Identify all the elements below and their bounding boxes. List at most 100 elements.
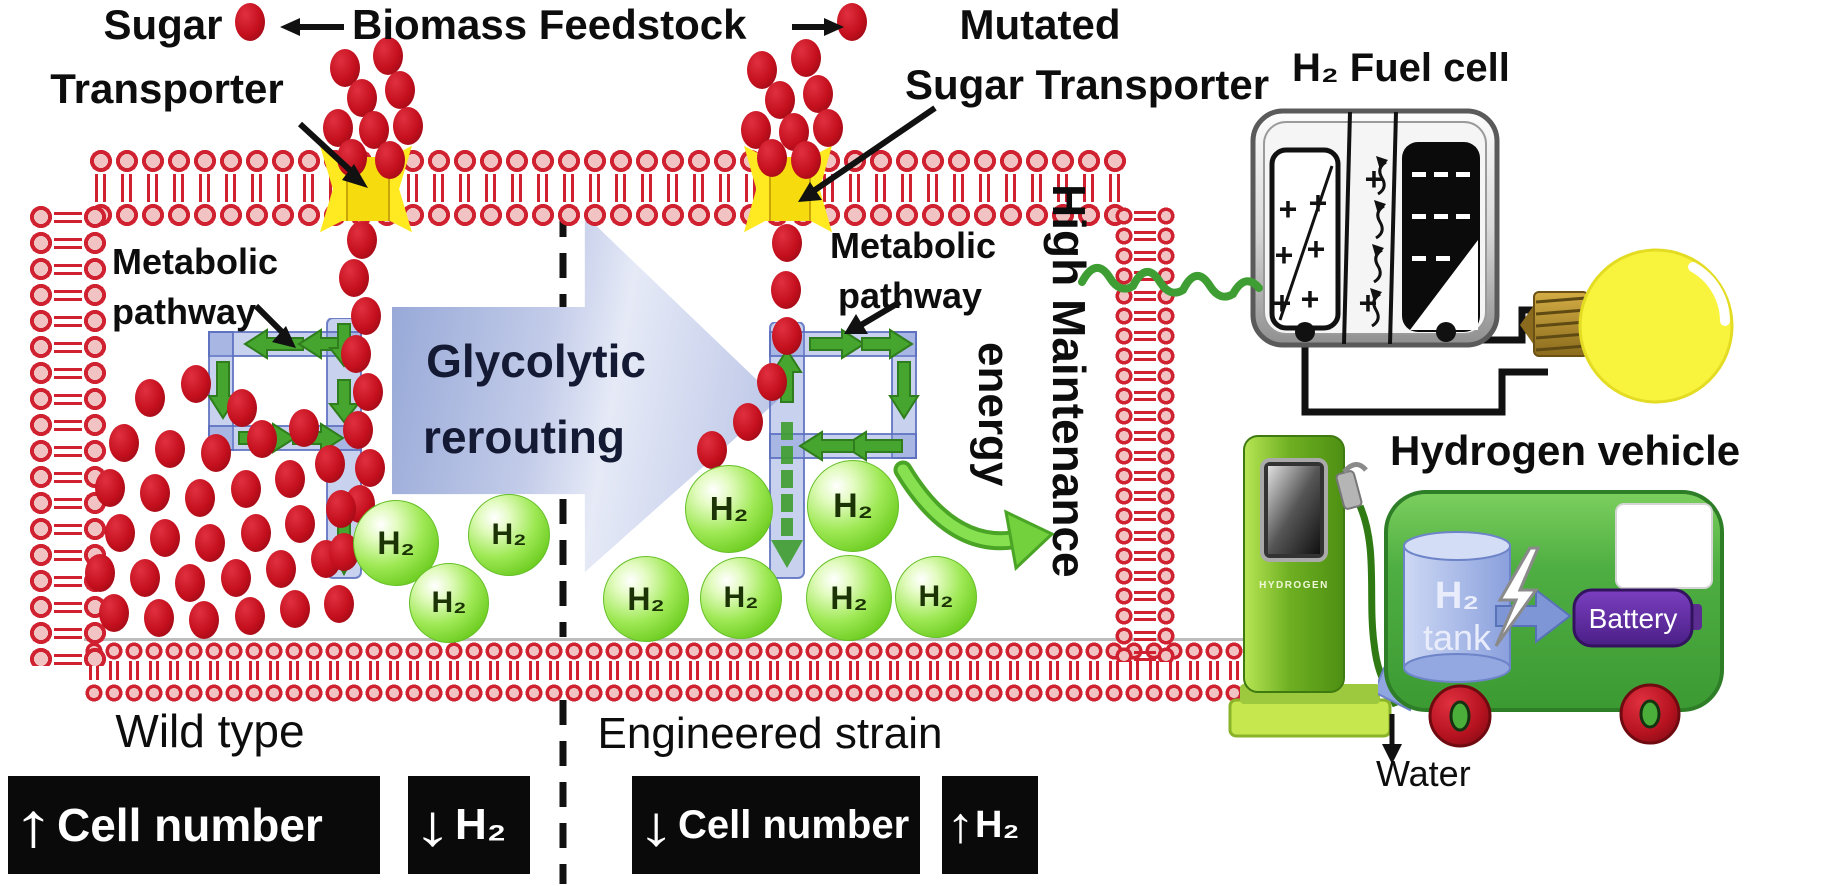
biomass-dot (144, 599, 174, 637)
pump-screen-glass (1268, 466, 1320, 554)
pump-brand-label: HYDROGEN (1259, 580, 1329, 591)
biomass-dot (95, 469, 125, 507)
sugar-transporter-label-line2: Transporter (50, 65, 284, 112)
light-bulb (1520, 248, 1734, 404)
biomass-dot (109, 424, 139, 462)
wild-cell-number-badge: ↑ Cell number (8, 776, 380, 874)
biomass-dot (241, 514, 271, 552)
biomass-dot (247, 420, 277, 458)
biomass-dot (772, 224, 802, 262)
anode-diagonal (1278, 165, 1334, 321)
biomass-dot (201, 434, 231, 472)
biomass-dot (135, 379, 165, 417)
biomass-dot (285, 505, 315, 543)
h2-tank-bottom (1403, 653, 1511, 683)
sugar-transporter-label-line1: Sugar (103, 1, 223, 48)
nozzle-hook (1342, 462, 1368, 474)
biomass-dot (99, 594, 129, 632)
biomass-dot (339, 259, 369, 297)
metabolic-pathway-label-wild-line2: pathway (112, 291, 257, 332)
battery (1572, 588, 1694, 648)
biomass-dot (140, 474, 170, 512)
biomass-dot (235, 597, 265, 635)
badge-label: Cell number (678, 802, 910, 847)
biomass-dot (353, 373, 383, 411)
front-hub (1449, 700, 1471, 732)
up-arrow-icon: ↑ (12, 790, 55, 860)
lightning-bolt-icon (1494, 546, 1541, 647)
biomass-dot (837, 3, 867, 41)
biomass-dot (105, 514, 135, 552)
biomass-dot (235, 3, 265, 41)
bulb-glass (1578, 248, 1734, 404)
pump-base (1228, 698, 1392, 738)
svg-text:+: + (1309, 185, 1328, 221)
fuel-cell-title: H₂ Fuel cell (1292, 46, 1510, 90)
down-arrow-icon: ↓ (412, 792, 453, 858)
biomass-dot (393, 107, 423, 145)
membrane-bottom (84, 638, 1246, 703)
h2-export-dashed-arrow (771, 422, 803, 568)
down-arrow-icon: ↓ (637, 793, 675, 857)
biomass-dot (791, 141, 821, 179)
biomass-dot (280, 590, 310, 628)
biomass-dot (130, 559, 160, 597)
biomass-dot (289, 409, 319, 447)
h2-molecule: H₂ (409, 563, 489, 643)
biomass-dot (195, 524, 225, 562)
wild-type-label: Wild type (115, 705, 305, 757)
biomass-dot (385, 71, 415, 109)
biomass-dot (347, 221, 377, 259)
membrane-top (88, 148, 1128, 228)
engineered-h2-badge: ↑ H₂ (942, 776, 1038, 874)
wild-h2-badge: ↓ H₂ (408, 776, 530, 874)
metabolic-pathway-label-eng-line2: pathway (838, 275, 983, 316)
electrolyte-line (1342, 111, 1352, 345)
tank-to-battery-arrow (1495, 587, 1572, 645)
biomass-dot (221, 559, 251, 597)
h2-molecule: H₂ (806, 555, 892, 641)
biomass-dot (175, 564, 205, 602)
biomass-dot (189, 601, 219, 639)
h2-molecule: H₂ (807, 460, 899, 552)
biomass-feedstock-label: Biomass Feedstock (352, 1, 747, 48)
h2-molecule: H₂ (468, 494, 550, 576)
svg-text:+: + (1279, 191, 1298, 227)
biomass-dot (85, 554, 115, 592)
svg-text:+: + (1307, 231, 1326, 267)
terminal-negative (1295, 322, 1315, 342)
biomass-dot (231, 470, 261, 508)
biomass-dot (772, 317, 802, 355)
bulb-highlight (1688, 262, 1730, 326)
svg-text:+: + (1275, 237, 1294, 273)
up-arrow-icon: ↑ (946, 797, 975, 853)
biomass-dot (757, 363, 787, 401)
glycolytic-label-line2: rerouting (423, 411, 625, 463)
biomass-dot (343, 411, 373, 449)
biomass-dot (771, 271, 801, 309)
hydrogen-vehicle: H₂ tank Battery (1378, 490, 1724, 764)
h2-molecule: H₂ (685, 465, 773, 553)
biomass-dot (326, 490, 356, 528)
biomass-dot (733, 403, 763, 441)
biomass-dot (150, 519, 180, 557)
biomass-dot (155, 430, 185, 468)
fuel-cell: ++ ++ ++ ++ (1250, 108, 1500, 348)
biomass-dot (355, 449, 385, 487)
biomass-dot (375, 141, 405, 179)
biomass-dot (791, 39, 821, 77)
high-maintenance-label: High Maintenance (1043, 184, 1095, 578)
rear-hub (1639, 699, 1661, 729)
engineered-strain-label: Engineered strain (597, 709, 943, 758)
h2-molecule: H₂ (895, 556, 977, 638)
biomass-dot (373, 37, 403, 75)
metabolic-pathway-label-eng-line1: Metabolic (830, 225, 997, 266)
biomass-dot (275, 460, 305, 498)
glycolytic-label-line1: Glycolytic (426, 335, 646, 387)
electrolyte-line (1388, 111, 1398, 345)
biomass-dot (765, 81, 795, 119)
h2-molecule: H₂ (603, 556, 689, 642)
biomass-dot (315, 445, 345, 483)
biomass-dot (341, 335, 371, 373)
